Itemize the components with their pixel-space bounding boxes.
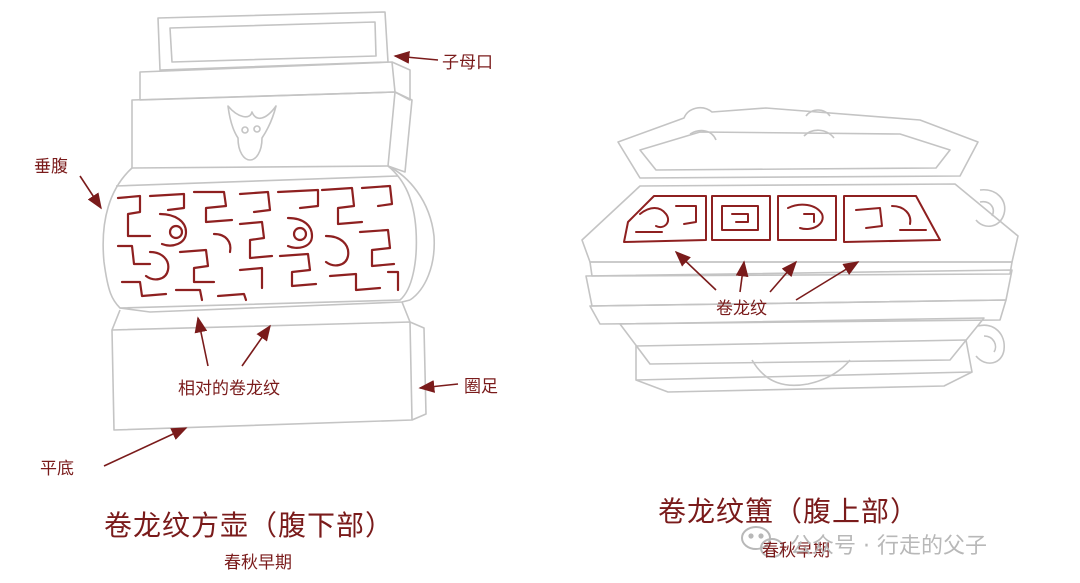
label-motif-right: 卷龙纹 — [716, 299, 767, 319]
label-lid-mouth: 子母口 — [442, 53, 493, 73]
left-vessel-title: 卷龙纹方壶（腹下部） — [104, 509, 395, 542]
arrow-flat-base — [103, 427, 188, 467]
arrow-lid-mouth — [393, 50, 439, 64]
arrow-motif-right-a — [674, 250, 717, 291]
arrow-hanging-belly — [79, 175, 102, 210]
annotation-arrows — [79, 50, 860, 467]
label-ring-foot: 圈足 — [464, 377, 498, 397]
left-vessel-period: 春秋早期 — [224, 553, 292, 573]
label-flat-base: 平底 — [40, 459, 74, 479]
dragon-motif-left — [116, 184, 400, 302]
arrow-ring-foot — [418, 380, 459, 393]
label-hanging-belly: 垂腹 — [34, 157, 68, 177]
arrow-motif-left-b — [241, 324, 271, 367]
arrow-motif-right-c — [769, 260, 798, 293]
arrow-motif-right-b — [735, 260, 749, 293]
arrow-motif-left-a — [194, 316, 209, 367]
watermark-text: 公众号 · 行走的父子 — [790, 534, 987, 559]
label-motif-left: 相对的卷龙纹 — [178, 379, 280, 399]
dragon-motif-right — [623, 195, 941, 243]
square-hu-drawing — [102, 11, 435, 431]
fu-vessel-drawing — [581, 106, 1019, 393]
right-vessel-title: 卷龙纹簠（腹上部） — [658, 495, 920, 528]
arrow-motif-right-d — [795, 261, 860, 301]
right-vessel-period: 春秋早期 — [762, 541, 830, 561]
wechat-icon — [741, 526, 784, 558]
